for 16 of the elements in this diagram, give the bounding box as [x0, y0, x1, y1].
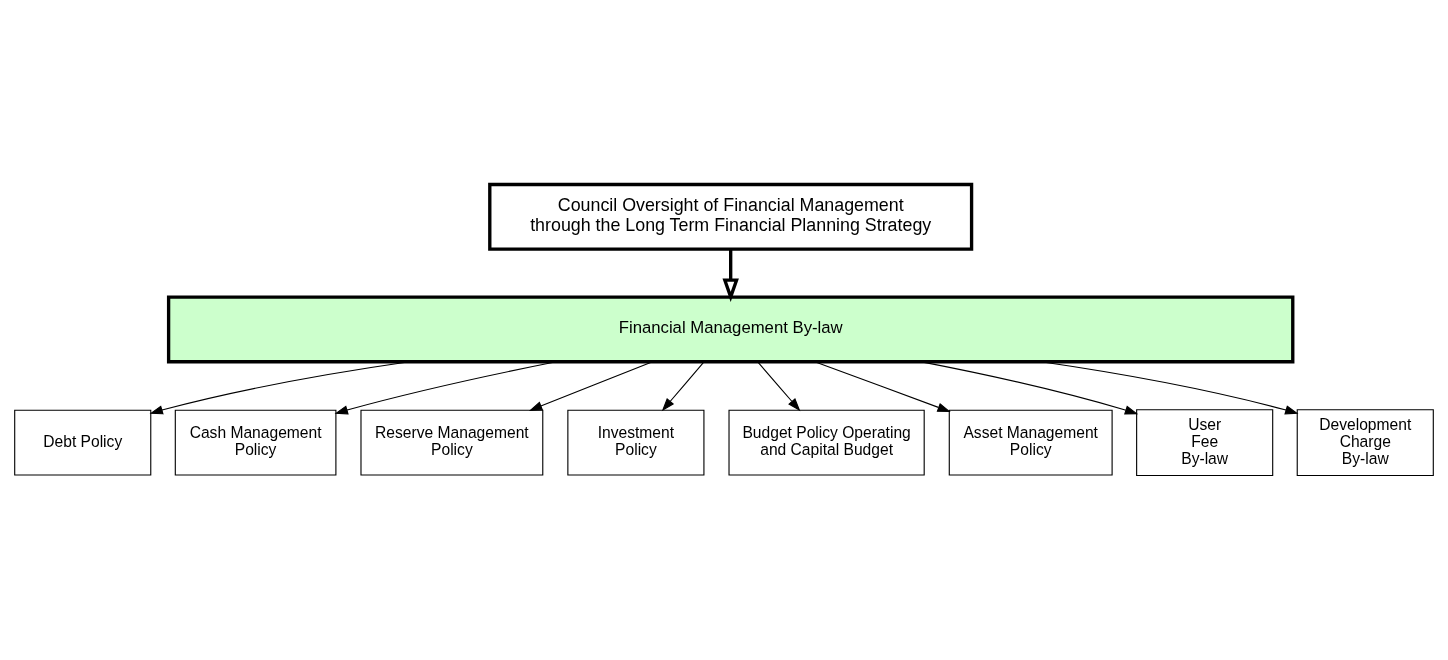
- node-box: Asset Management Policy: [948, 409, 1113, 476]
- node-box: Financial Management By-law: [166, 295, 1295, 364]
- node-box: Reserve Management Policy: [360, 409, 544, 476]
- node-box: User Fee By-law: [1136, 409, 1274, 477]
- arrow: [528, 361, 653, 411]
- arrow: [921, 361, 1139, 415]
- node-box: Investment Policy: [567, 409, 705, 476]
- arrow: [757, 361, 801, 412]
- node-box: Council Oversight of Financial Management through the Long Term Financial Planning Strategy: [488, 182, 974, 251]
- arrow: [814, 361, 951, 412]
- node-box: Debt Policy: [14, 409, 152, 476]
- arrow: [722, 249, 739, 302]
- node-box: Cash Management Policy: [174, 409, 337, 476]
- node-box: Development Charge By-law: [1296, 409, 1434, 477]
- node-box: Budget Policy Operating and Capital Budget: [728, 409, 925, 476]
- arrow: [661, 361, 705, 412]
